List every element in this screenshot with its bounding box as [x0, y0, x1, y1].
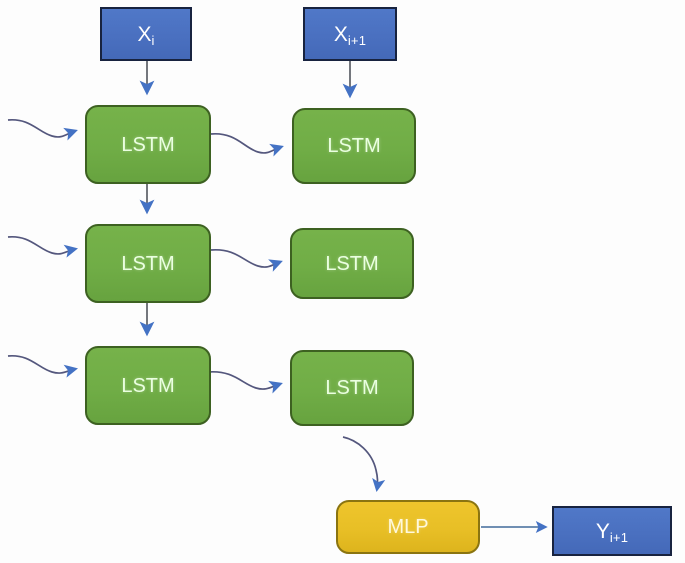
edge-external-input-layer1	[7, 119, 78, 141]
node-lstm-layer3-step2[interactable]: LSTM	[290, 350, 414, 426]
edge-external-input-layer2	[7, 236, 78, 258]
input-x-i-plus-1-var: X	[333, 22, 348, 46]
node-mlp[interactable]: MLP	[336, 500, 480, 554]
input-x-i-var: X	[137, 22, 152, 46]
input-x-i-plus-1-subscript: i+1	[347, 32, 367, 48]
mlp-label: MLP	[387, 516, 429, 538]
output-y-i-plus-1-var: Y	[595, 519, 610, 543]
edge-external-input-layer3	[7, 355, 78, 378]
node-lstm-layer1-step2[interactable]: LSTM	[292, 108, 416, 184]
output-y-i-plus-1-subscript: i+1	[609, 529, 629, 545]
edge-recurrent-layer2	[210, 249, 283, 272]
input-x-i-subscript: i	[151, 32, 155, 48]
input-x-i-plus-1-label: Xi+1	[333, 22, 367, 48]
lstm-layer2-step1-label: LSTM	[121, 252, 175, 275]
edge-recurrent-layer1	[210, 133, 284, 157]
lstm-layer1-step1-label: LSTM	[121, 133, 175, 156]
edge-recurrent-layer3	[207, 371, 283, 394]
edge-lstm-l3t2-to-mlp	[342, 436, 386, 493]
node-lstm-layer2-step1[interactable]: LSTM	[85, 224, 211, 303]
lstm-layer3-step2-label: LSTM	[325, 377, 379, 399]
node-input-x-i-plus-1[interactable]: Xi+1	[303, 7, 397, 61]
lstm-layer3-step1-label: LSTM	[121, 374, 175, 397]
node-lstm-layer1-step1[interactable]: LSTM	[85, 105, 211, 184]
node-output-y-i-plus-1[interactable]: Yi+1	[552, 506, 672, 556]
node-input-x-i[interactable]: Xi	[100, 7, 192, 61]
input-x-i-label: Xi	[137, 22, 155, 48]
node-lstm-layer3-step1[interactable]: LSTM	[85, 346, 211, 425]
output-y-i-plus-1-label: Yi+1	[595, 519, 629, 545]
lstm-layer2-step2-label: LSTM	[325, 252, 379, 275]
lstm-layer1-step2-label: LSTM	[327, 135, 381, 157]
node-lstm-layer2-step2[interactable]: LSTM	[290, 228, 414, 299]
